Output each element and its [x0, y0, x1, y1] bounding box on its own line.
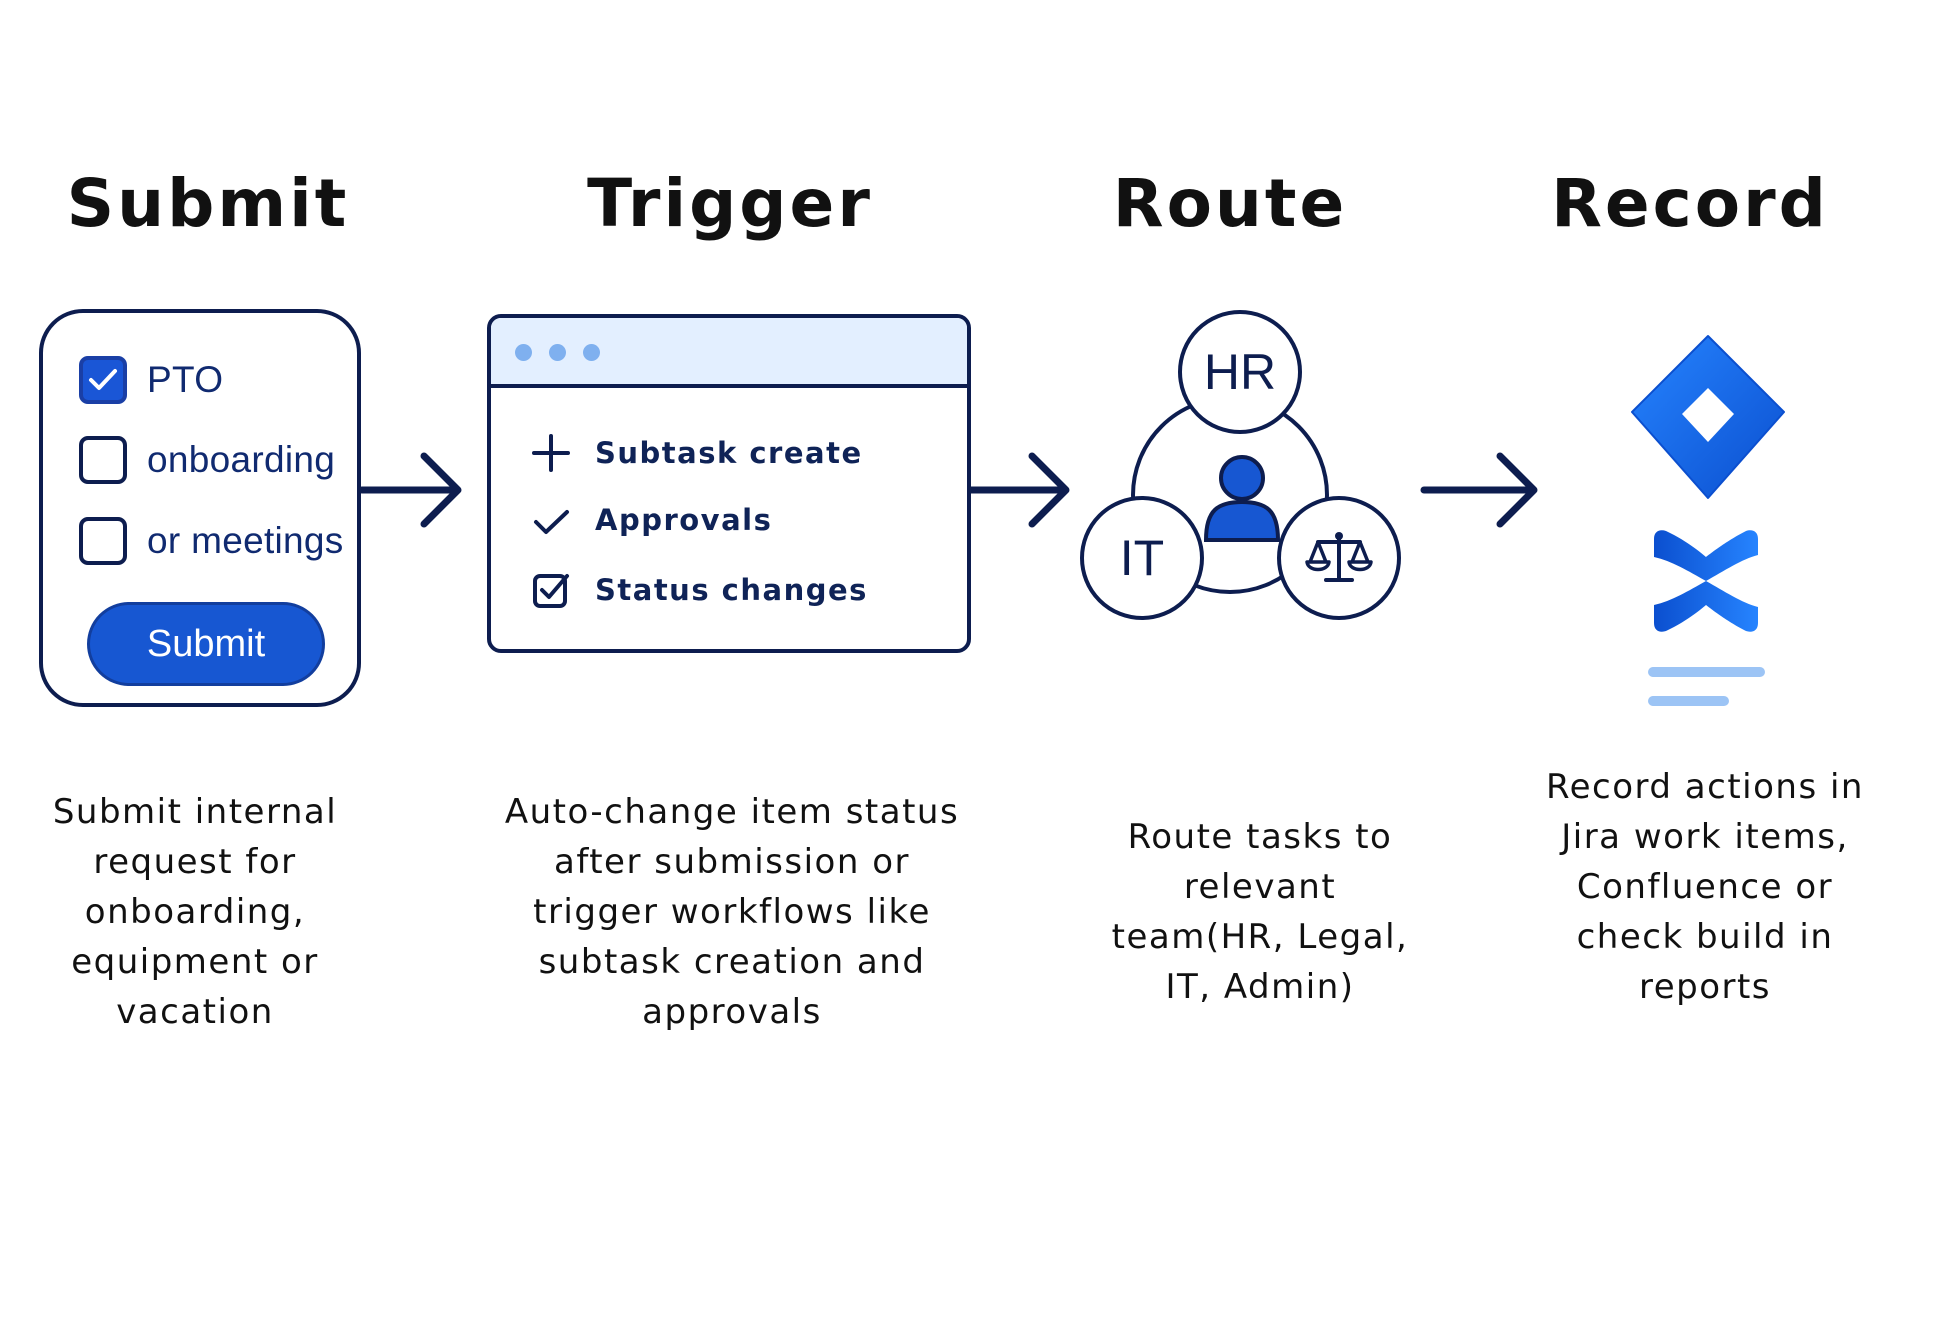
submit-button[interactable]: Submit [87, 602, 325, 686]
option-pto[interactable]: PTO [79, 356, 223, 404]
step-title-submit: Submit [66, 165, 350, 242]
scales-icon [1305, 532, 1373, 582]
team-hr: HR [1178, 310, 1302, 434]
window-dot [549, 344, 566, 361]
confluence-icon [1654, 530, 1758, 632]
checkbox[interactable] [79, 517, 127, 565]
step-title-trigger: Trigger [587, 165, 873, 242]
team-legal [1277, 496, 1401, 620]
trigger-item-label: Subtask create [595, 436, 863, 470]
step-description-trigger: Auto-change item status after submission… [504, 792, 960, 1032]
option-meetings[interactable]: or meetings [79, 517, 344, 565]
step-title-record: Record [1551, 165, 1829, 242]
check-icon [529, 498, 573, 542]
checkbox[interactable] [79, 436, 127, 484]
window-title-bar [491, 318, 967, 388]
arrow-right-icon [968, 452, 1070, 528]
step-description-record: Record actions in Jira work items, Confl… [1546, 767, 1864, 1007]
arrow-right-icon [360, 452, 462, 528]
plus-icon [529, 431, 573, 475]
person-icon [1203, 455, 1281, 542]
window-dot [515, 344, 532, 361]
step-title-route: Route [1112, 165, 1348, 242]
request-form-card: PTO onboarding or meetings Submit [39, 309, 361, 707]
trigger-item-approvals: Approvals [529, 498, 772, 542]
option-label: PTO [147, 359, 224, 400]
document-line [1648, 696, 1729, 706]
trigger-item-subtask: Subtask create [529, 431, 863, 475]
document-line [1648, 667, 1765, 677]
trigger-item-label: Status changes [595, 573, 868, 607]
step-description-submit: Submit internal request for onboarding, … [52, 792, 338, 1032]
option-label: or meetings [147, 520, 344, 561]
check-icon [89, 369, 117, 390]
window-dot [583, 344, 600, 361]
arrow-right-icon [1420, 452, 1538, 528]
team-label: HR [1203, 344, 1277, 400]
option-label: onboarding [147, 439, 336, 480]
step-description-route: Route tasks to relevant team(HR, Legal, … [1111, 817, 1409, 1007]
checkbox-icon [529, 568, 573, 612]
team-it: IT [1080, 496, 1204, 620]
jira-icon [1631, 335, 1785, 499]
option-onboarding[interactable]: onboarding [79, 436, 335, 484]
trigger-item-label: Approvals [595, 503, 773, 537]
checkbox-checked[interactable] [79, 356, 127, 404]
automation-window: Subtask create Approvals Status changes [487, 314, 971, 653]
trigger-item-status: Status changes [529, 568, 868, 612]
team-label: IT [1119, 530, 1165, 586]
